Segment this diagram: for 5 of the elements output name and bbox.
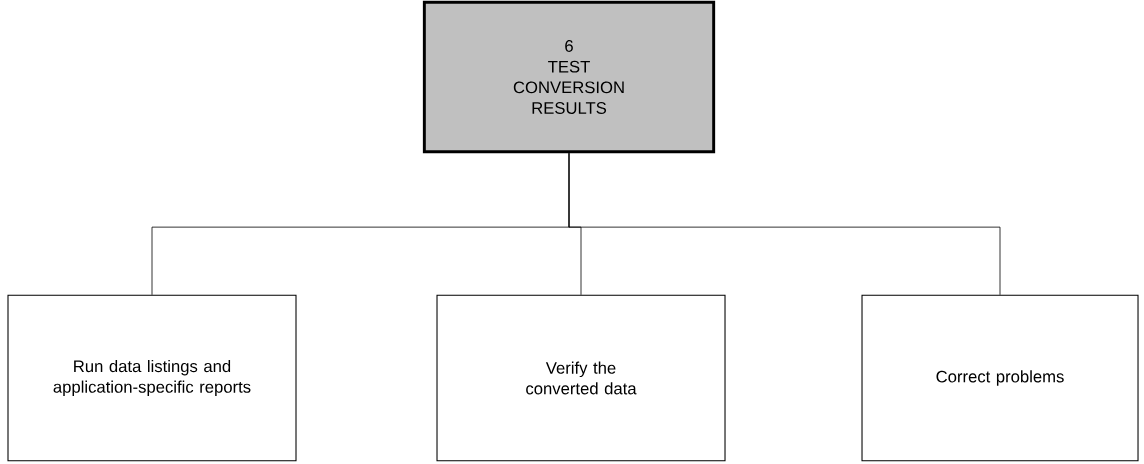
task-box: Verify the converted data	[436, 294, 726, 462]
connector-line	[568, 152, 1001, 296]
process-box: 6 TEST CONVERSION RESULTS	[422, 0, 716, 154]
task-box: Run data listings and application-specific reports	[7, 294, 297, 462]
task-box: Correct problems	[861, 294, 1139, 462]
